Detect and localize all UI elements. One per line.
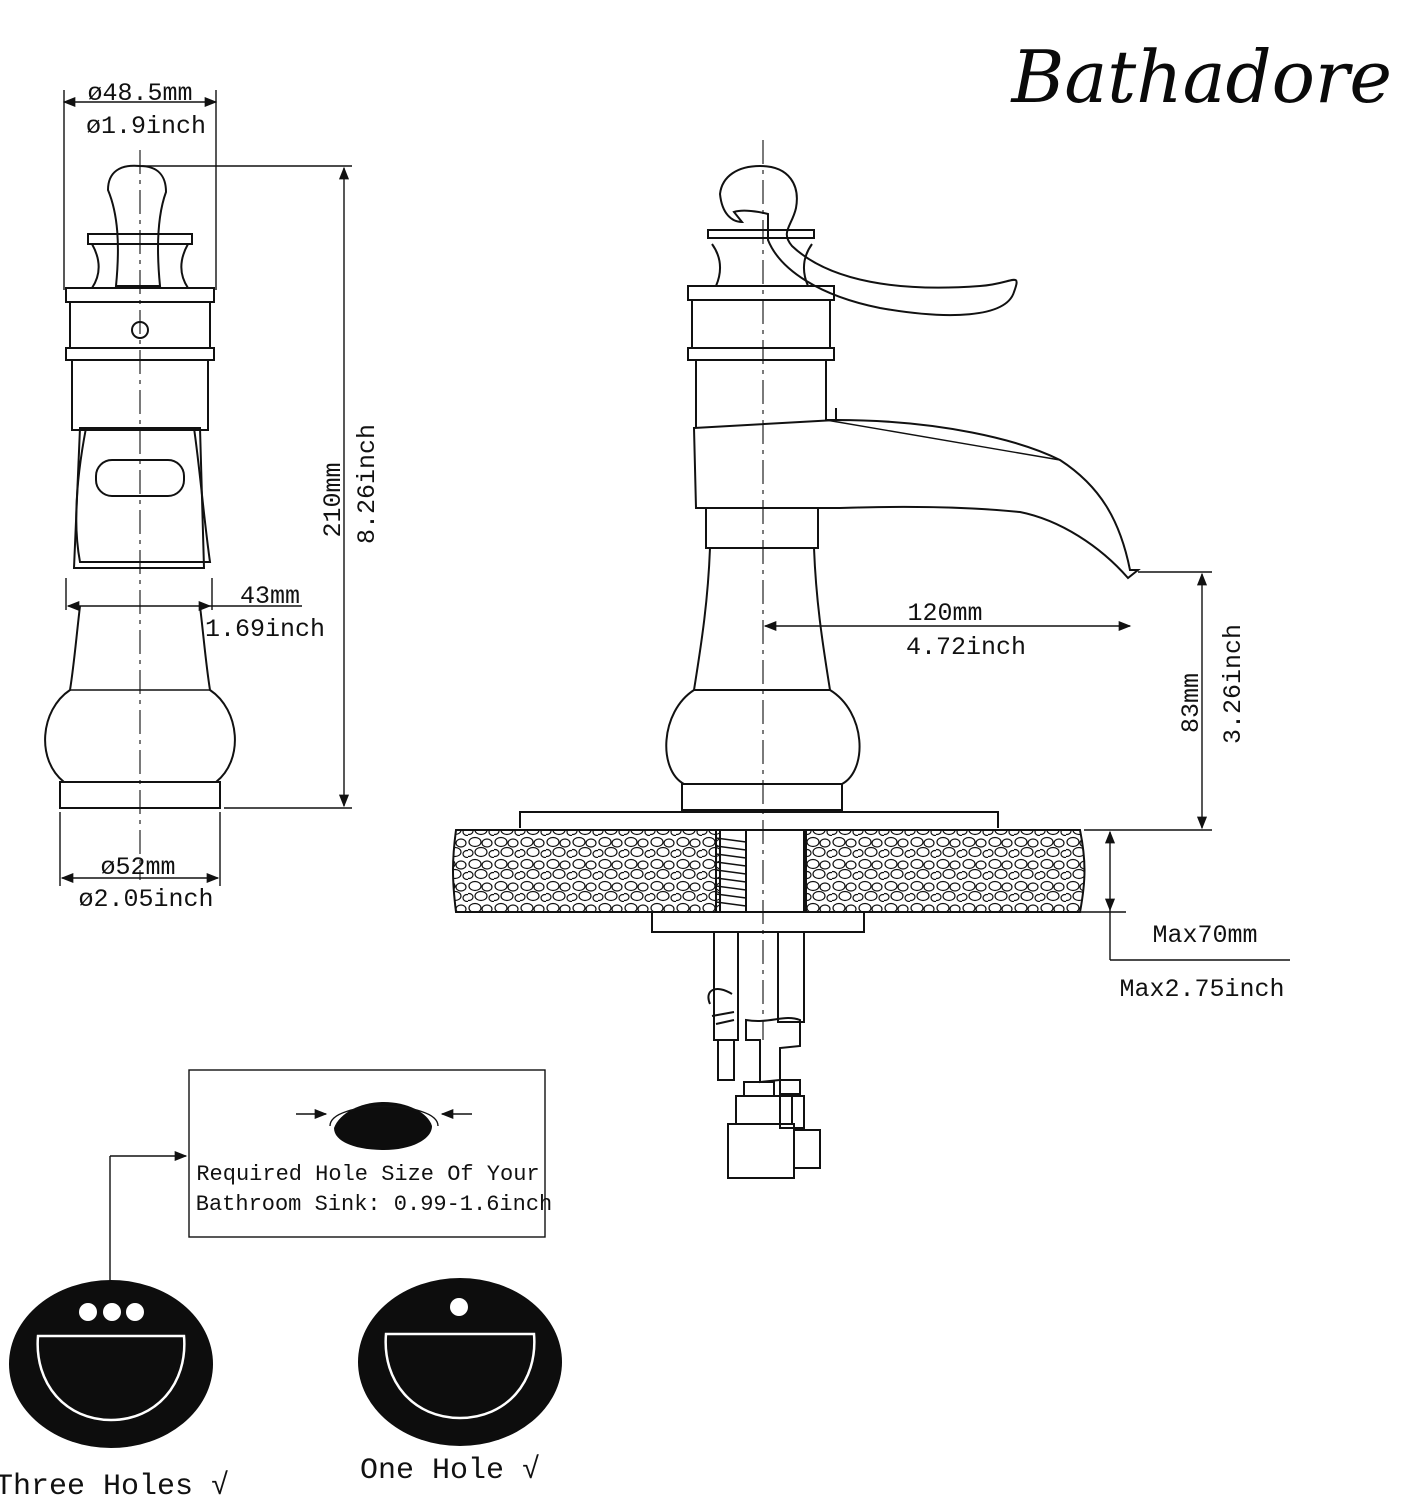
spout-height-in: 3.26inch bbox=[1219, 624, 1248, 744]
height-mm: 210mm bbox=[319, 462, 348, 537]
sink-one-hole: One Hole √ bbox=[358, 1278, 562, 1488]
hole-size-callout: Required Hole Size Of Your Bathroom Sink… bbox=[109, 1069, 552, 1282]
base-diameter-mm: ø52mm bbox=[100, 853, 175, 882]
deck-max-mm: Max70mm bbox=[1152, 921, 1257, 950]
dimension-base-diameter: ø52mm ø2.05inch bbox=[59, 812, 221, 914]
hole-size-line1: Required Hole Size Of Your bbox=[196, 1162, 539, 1187]
dimension-spout-width: 43mm 1.69inch bbox=[65, 578, 325, 644]
spout-width-in: 1.69inch bbox=[205, 615, 325, 644]
top-diameter-mm: ø48.5mm bbox=[87, 79, 192, 108]
dimension-spout-height: 83mm 3.26inch bbox=[1084, 571, 1248, 831]
countertop-section bbox=[452, 829, 1086, 1179]
one-hole-label: One Hole √ bbox=[360, 1454, 540, 1488]
spout-height-mm: 83mm bbox=[1177, 673, 1206, 733]
three-holes-label: Three Holes √ bbox=[0, 1470, 229, 1500]
reach-mm: 120mm bbox=[907, 599, 982, 628]
top-diameter-in: ø1.9inch bbox=[86, 112, 206, 141]
deck-max-in: Max2.75inch bbox=[1119, 975, 1284, 1004]
dimension-reach: 120mm 4.72inch bbox=[763, 599, 1132, 662]
spout-width-mm: 43mm bbox=[240, 582, 300, 611]
dimension-total-height: 210mm 8.26inch bbox=[140, 165, 382, 809]
hole-size-line2: Bathroom Sink: 0.99-1.6inch bbox=[196, 1192, 552, 1217]
front-view-faucet bbox=[519, 140, 1141, 1040]
dimension-top-diameter: ø48.5mm ø1.9inch bbox=[62, 79, 218, 290]
base-diameter-in: ø2.05inch bbox=[78, 885, 213, 914]
side-view-faucet bbox=[44, 150, 236, 880]
height-in: 8.26inch bbox=[353, 424, 382, 544]
sink-three-holes: Three Holes √ bbox=[0, 1280, 229, 1500]
dimension-deck-thickness: Max70mm Max2.75inch bbox=[1078, 830, 1290, 1004]
brand-logo: Bathadore bbox=[1009, 35, 1392, 119]
reach-in: 4.72inch bbox=[906, 633, 1026, 662]
